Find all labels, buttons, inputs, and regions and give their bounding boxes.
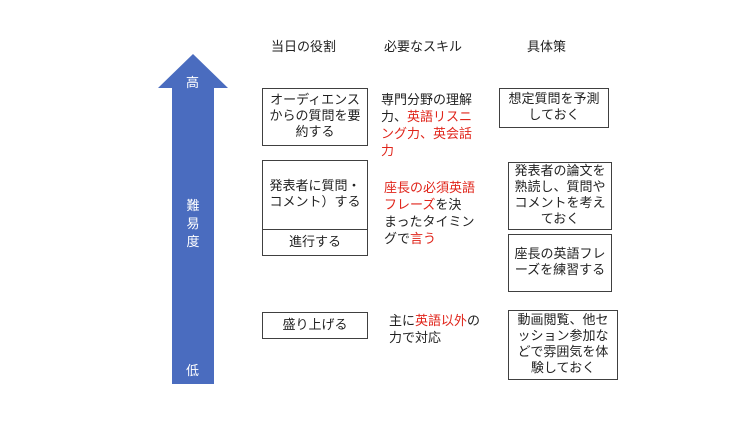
skill-highlight: 座長の必須英語 — [384, 181, 476, 196]
header-role: 当日の役割 — [271, 40, 337, 55]
skill-text: グで — [384, 232, 411, 247]
skill-row3: 主に英語以外の 力で対応 — [389, 313, 499, 347]
role-box-summarize: オーディエンスからの質問を要約する — [262, 88, 368, 146]
skill-highlight: 力 — [381, 144, 395, 159]
skill-text: まったタイミン — [384, 215, 475, 230]
skill-row2: 座長の必須英語 フレーズを決 まったタイミン グで言う — [384, 180, 494, 248]
skill-text: 専門分野の理解 — [381, 93, 473, 108]
role-text: オーディエンスからの質問を要約する — [269, 93, 361, 140]
measure-box-read-paper: 発表者の論文を熟読し、質問やコメントを考えておく — [508, 162, 612, 230]
role-text: 進行する — [288, 234, 341, 250]
skill-text: 主に — [389, 314, 416, 329]
arrow-low-label: 低 — [186, 364, 200, 379]
measure-text: 想定質問を予測しておく — [508, 92, 600, 123]
skill-highlight: 英語以外 — [415, 314, 468, 329]
header-measure: 具体策 — [527, 40, 567, 55]
measure-box-experience: 動画閲覧、他セッション参加などで雰囲気を体験しておく — [508, 310, 618, 380]
arrow-high-label: 高 — [186, 76, 200, 91]
arrow-axis-char: 難 — [186, 199, 200, 214]
measure-text: 動画閲覧、他セッション参加などで雰囲気を体験しておく — [517, 313, 609, 376]
measure-box-anticipate: 想定質問を予測しておく — [499, 88, 609, 128]
difficulty-arrow — [158, 54, 228, 384]
measure-text: 発表者の論文を熟読し、質問やコメントを考えておく — [514, 164, 606, 227]
skill-text: を決 — [435, 198, 462, 213]
measure-text: 座長の英語フレーズを練習する — [514, 247, 606, 278]
skill-text: の — [467, 314, 481, 329]
skill-text: 力、 — [381, 110, 408, 125]
measure-box-practice: 座長の英語フレーズを練習する — [508, 234, 612, 292]
arrow-shape — [158, 54, 228, 384]
skill-text: 力で対応 — [389, 331, 442, 346]
arrow-axis-char: 易 — [186, 217, 200, 232]
role-box-question: 発表者に質問・コメント）する — [262, 160, 368, 230]
skill-highlight: 英語リスニ — [407, 110, 473, 125]
role-box-progress: 進行する — [262, 229, 368, 256]
skill-highlight: フレーズ — [384, 198, 436, 213]
skill-highlight: 言う — [410, 232, 437, 247]
skill-highlight: ング力、英会話 — [381, 127, 473, 142]
role-text: 発表者に質問・コメント）する — [269, 179, 361, 210]
role-box-excite: 盛り上げる — [262, 312, 368, 339]
arrow-axis-label: 難 易 度 — [185, 198, 201, 252]
header-skill: 必要なスキル — [384, 40, 463, 55]
role-text: 盛り上げる — [282, 317, 348, 333]
arrow-axis-char: 度 — [186, 235, 200, 250]
skill-row1: 専門分野の理解 力、英語リスニ ング力、英会話 力 — [381, 92, 491, 160]
